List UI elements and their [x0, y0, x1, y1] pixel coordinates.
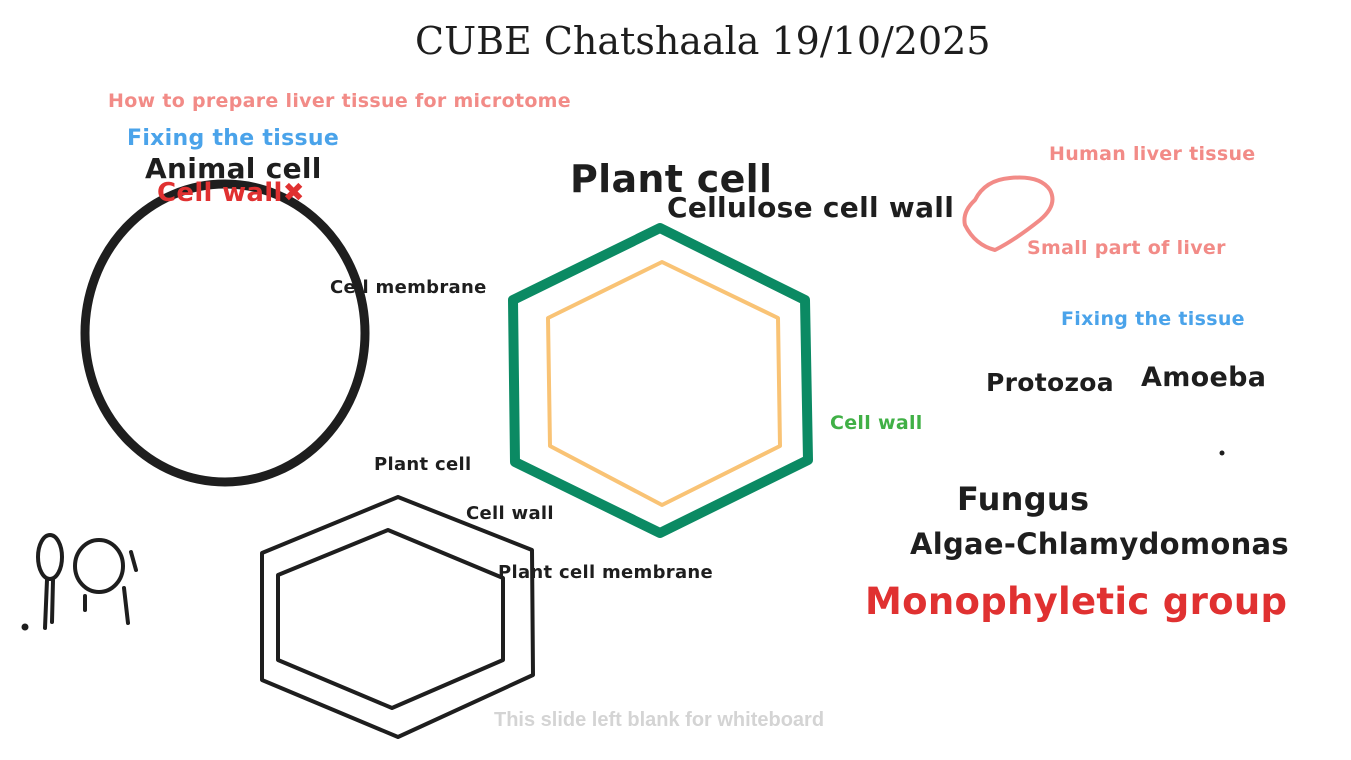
cell-wall-green-label: Cell wall — [830, 412, 923, 434]
cross-mark-icon: ✖ — [282, 178, 305, 208]
plant-cell-wall-hexagon — [508, 223, 813, 538]
protozoa-label: Protozoa — [986, 368, 1114, 397]
animal-cell-membrane-circle — [80, 179, 370, 487]
monophyletic-group-label: Monophyletic group — [865, 580, 1288, 623]
liver-piece-shape — [962, 175, 1055, 252]
animal-cell-label: Animal cell — [145, 152, 322, 185]
cellulose-cell-wall-label: Cellulose cell wall — [667, 191, 955, 224]
slide-title: CUBE Chatshaala 19/10/2025 — [415, 19, 991, 63]
cell-membrane-label: Cell membrane — [330, 277, 487, 298]
small-part-of-liver-label: Small part of liver — [1027, 237, 1226, 259]
algae-label: Algae-Chlamydomonas — [910, 527, 1289, 561]
footer-note: This slide left blank for whiteboard — [494, 709, 825, 731]
fungus-label: Fungus — [957, 480, 1090, 518]
liver-question-note: How to prepare liver tissue for microtom… — [108, 90, 571, 112]
amoeba-label: Amoeba — [1141, 362, 1267, 393]
plant-cell-wall-sketch — [260, 495, 535, 739]
cell-wall-crossed-label: Cell wall✖ — [157, 180, 305, 206]
cell-wall-crossed-text: Cell wall — [157, 178, 283, 208]
doodle-sketch — [21, 533, 138, 631]
cell-wall-small-label: Cell wall — [466, 503, 554, 524]
plant-cell-membrane-label: Plant cell membrane — [498, 562, 714, 583]
human-liver-tissue-label: Human liver tissue — [1049, 143, 1256, 165]
plant-cell-membrane-sketch — [276, 528, 505, 710]
fixing-tissue-note-right: Fixing the tissue — [1061, 308, 1245, 330]
dot-mark — [1219, 450, 1225, 456]
plant-cell-membrane-hexagon — [546, 260, 782, 507]
fixing-tissue-note-left: Fixing the tissue — [127, 126, 340, 151]
plant-cell-title: Plant cell — [570, 157, 773, 201]
plant-cell-small-label: Plant cell — [374, 454, 472, 475]
